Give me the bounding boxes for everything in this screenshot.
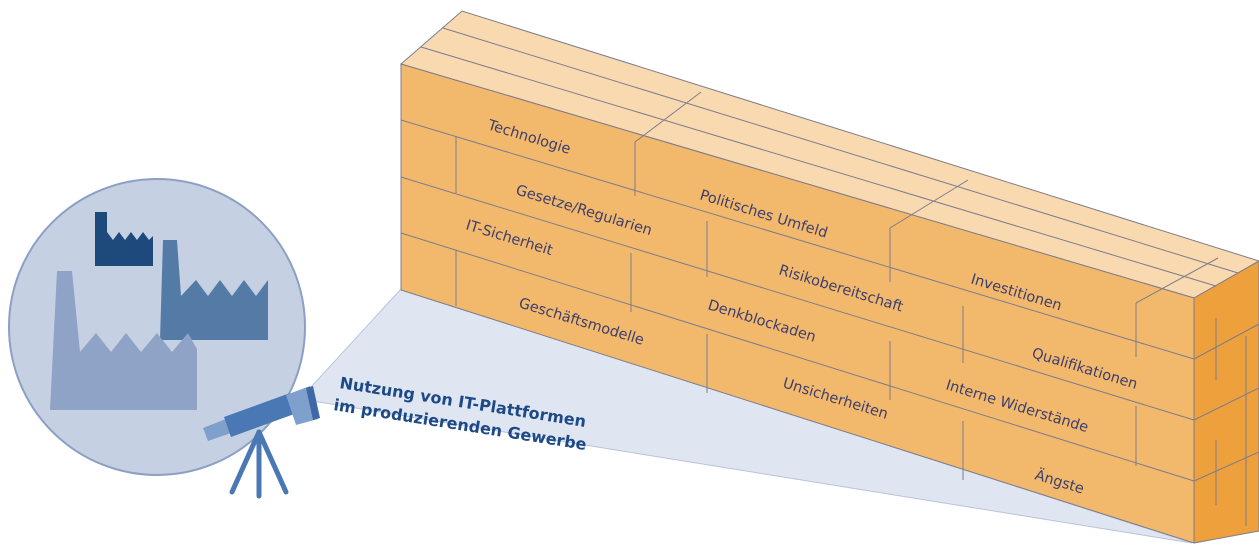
factory-icon [50, 212, 268, 410]
wall-side [1193, 260, 1259, 544]
factory-circle [8, 178, 306, 476]
telescope-icon [203, 386, 320, 499]
